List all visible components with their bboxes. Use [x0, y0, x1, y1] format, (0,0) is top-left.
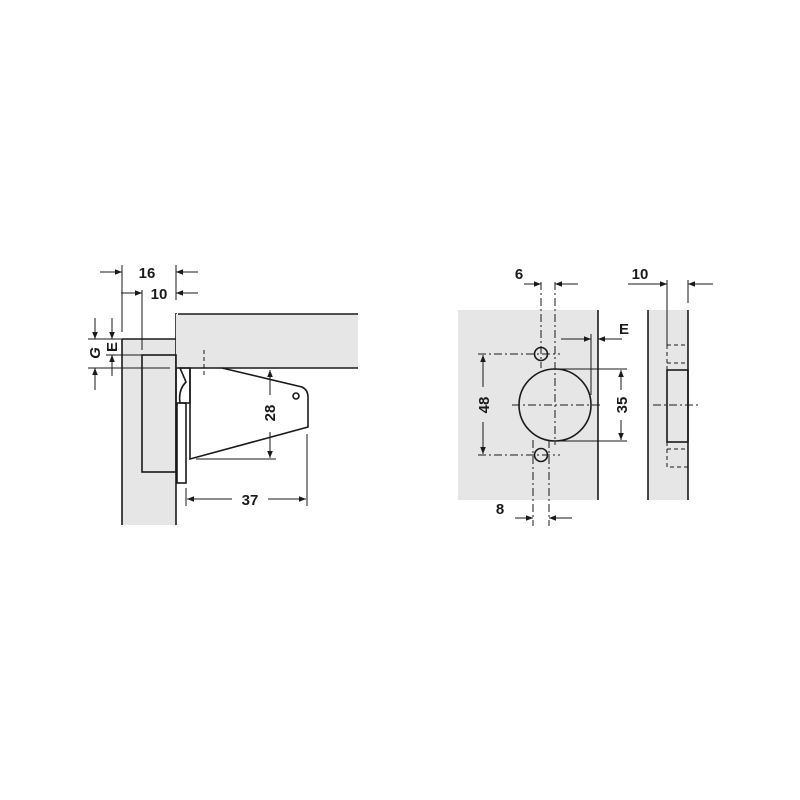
side-section-view: 16 10 G E 28 37 [87, 265, 358, 525]
mounting-plate [176, 402, 187, 484]
dim-16-label: 16 [139, 265, 156, 282]
hinge-cup [141, 354, 177, 473]
front-drilling-view: 48 35 6 E 8 [458, 266, 631, 526]
dim-37-label: 37 [242, 492, 259, 509]
dim-10-label: 10 [151, 286, 168, 303]
dim-e-front-label: E [619, 321, 629, 338]
arm-hole [292, 392, 300, 400]
hinge-knuckle [178, 367, 191, 404]
hinge-arm [189, 367, 309, 461]
dim-28-label: 28 [262, 405, 279, 422]
edge-view: 10 [628, 266, 713, 500]
dim-6-label: 6 [515, 266, 523, 283]
dim-35-label: 35 [614, 397, 631, 414]
cup-recess [666, 369, 689, 443]
dim-g-label: G [87, 347, 104, 359]
dim-48-label: 48 [476, 397, 493, 414]
dim-10-edge-label: 10 [632, 266, 649, 283]
dim-8-label: 8 [496, 501, 504, 518]
door-panel [176, 314, 358, 368]
dim-e-label: E [104, 342, 121, 352]
cabinet-side-panel [122, 339, 176, 525]
